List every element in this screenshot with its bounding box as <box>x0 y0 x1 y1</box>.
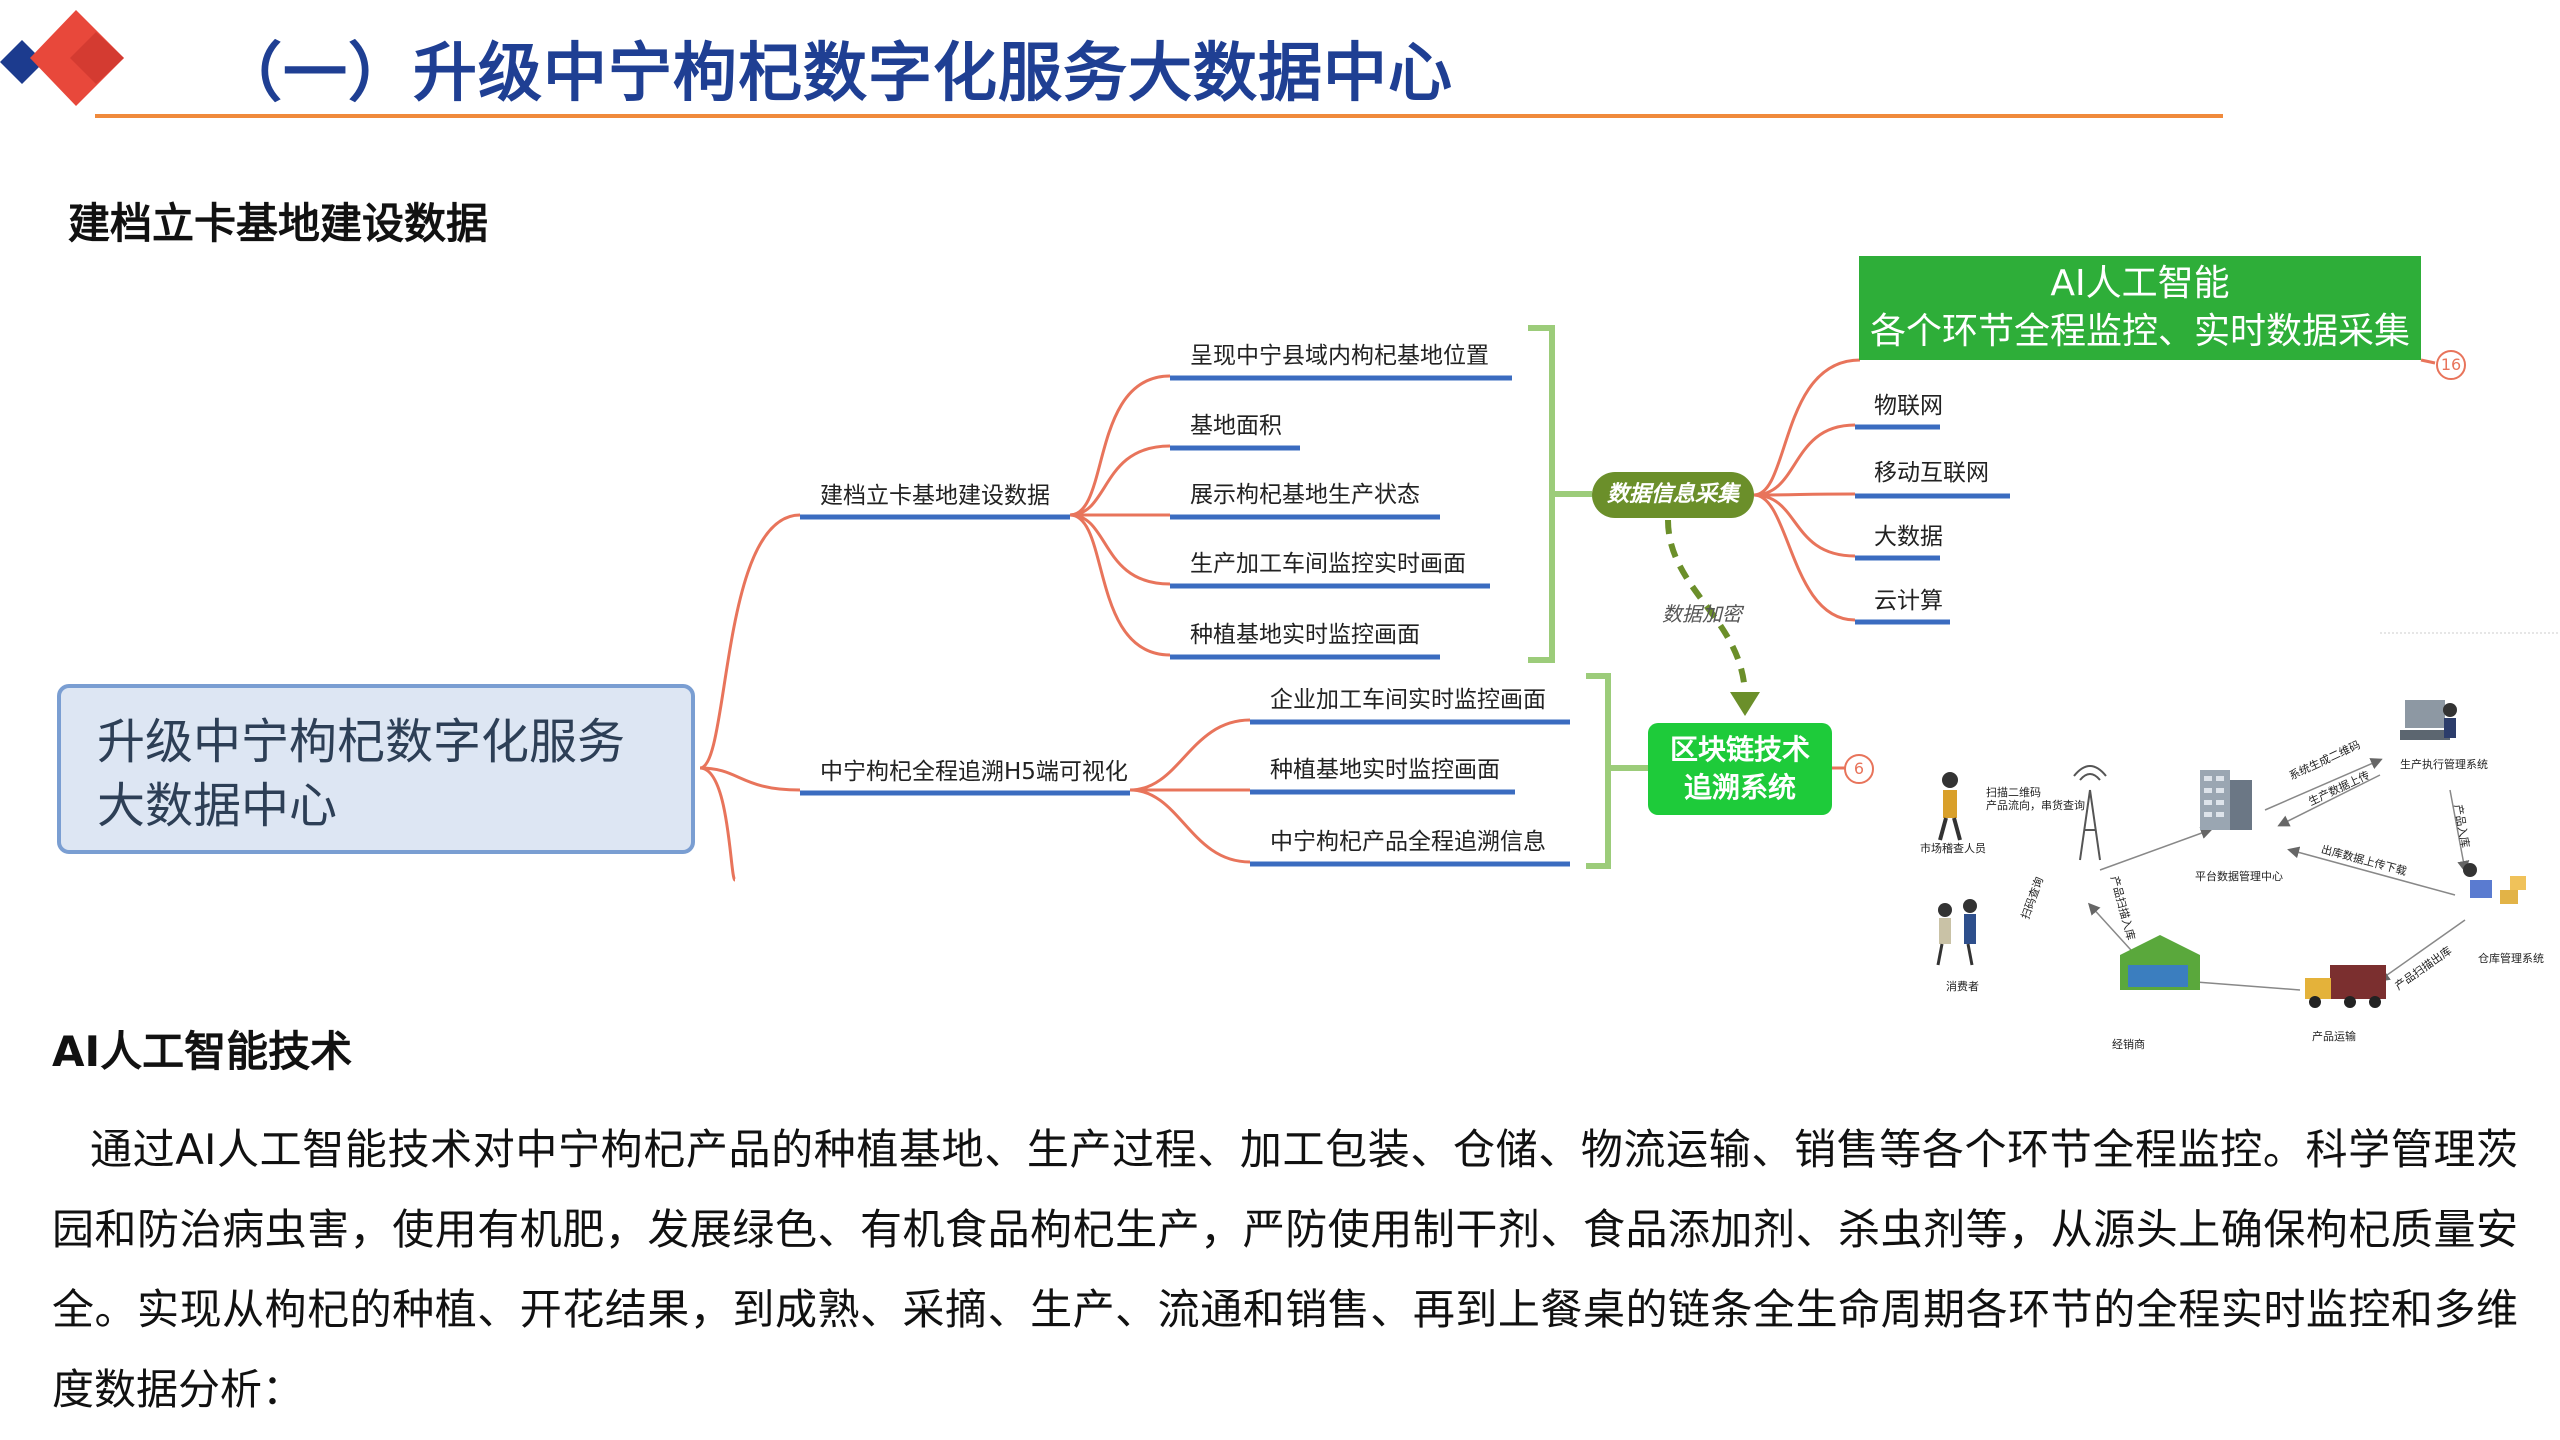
badge-ai-count: 16 <box>2436 350 2466 380</box>
inspector-icon <box>1938 772 1962 841</box>
trace-node-transport: 产品运输 <box>2312 1030 2356 1043</box>
data-encrypt-label: 数据加密 <box>1662 602 1742 626</box>
store-building-icon <box>2120 935 2200 990</box>
leaf-base-location: 呈现中宁县域内枸杞基地位置 <box>1190 343 1489 369</box>
antenna-tower-icon <box>2073 765 2107 861</box>
trace-node-inspector: 市场稽查人员 <box>1920 842 1986 855</box>
server-building-icon <box>2200 770 2252 830</box>
trace-node-exec: 生产执行管理系统 <box>2400 758 2488 771</box>
computer-terminal-icon <box>2400 700 2457 740</box>
blockchain-node: 区块链技术 追溯系统 <box>1648 723 1832 815</box>
leaf-planting-monitor: 种植基地实时监控画面 <box>1190 622 1420 648</box>
mindmap-connectors <box>699 325 2560 882</box>
leaf-base-area: 基地面积 <box>1190 413 1282 439</box>
branch-trace-h5: 中宁枸杞全程追溯H5端可视化 <box>820 759 1128 785</box>
ai-child-iot: 物联网 <box>1874 393 1943 419</box>
trace-node-platform: 平台数据管理中心 <box>2195 870 2283 883</box>
blockchain-node-title: 区块链技术 <box>1669 733 1810 766</box>
ai-child-mobile-internet: 移动互联网 <box>1874 460 1989 486</box>
blockchain-node-subtitle: 追溯系统 <box>1683 771 1796 804</box>
leaf-trace-info: 中宁枸杞产品全程追溯信息 <box>1270 829 1546 855</box>
consumer-icon <box>1936 899 1977 966</box>
trace-cycle-illustration <box>1936 700 2526 1008</box>
title-underline <box>95 114 2223 118</box>
ai-child-big-data: 大数据 <box>1874 524 1943 550</box>
data-collect-node: 数据信息采集 <box>1592 472 1754 518</box>
branch-archive-data: 建档立卡基地建设数据 <box>820 483 1050 509</box>
trace-node-warehouse: 仓库管理系统 <box>2478 952 2544 965</box>
ai-node: AI人工智能 各个环节全程监控、实时数据采集 <box>1859 256 2421 360</box>
truck-icon <box>2305 965 2386 1008</box>
mindmap-center-node: 升级中宁枸杞数字化服务大数据中心 <box>57 684 695 854</box>
warehouse-boxes-icon <box>2463 863 2526 904</box>
ai-node-subtitle: 各个环节全程监控、实时数据采集 <box>1869 311 2410 352</box>
ai-node-title: AI人工智能 <box>2050 263 2230 304</box>
leaf-enterprise-workshop: 企业加工车间实时监控画面 <box>1270 687 1546 713</box>
ai-body-paragraph: 通过AI人工智能技术对中宁枸杞产品的种植基地、生产过程、加工包装、仓储、物流运输… <box>52 1125 2518 1414</box>
trace-scan-note: 扫描二维码 产品流向，串货查询 <box>1986 786 2085 812</box>
ai-child-cloud: 云计算 <box>1874 588 1943 614</box>
section-heading-archive: 建档立卡基地建设数据 <box>68 199 489 248</box>
badge-chain-count: 6 <box>1844 754 1874 784</box>
trace-node-consumer: 消费者 <box>1946 980 1979 993</box>
leaf-production-status: 展示枸杞基地生产状态 <box>1190 482 1420 508</box>
page-title: （一）升级中宁枸杞数字化服务大数据中心 <box>218 37 1453 111</box>
section-heading-ai: AI人工智能技术 <box>52 1027 353 1076</box>
leaf-workshop-monitor: 生产加工车间监控实时画面 <box>1190 551 1466 577</box>
logo-diamonds-icon <box>0 10 124 106</box>
leaf-planting-monitor-2: 种植基地实时监控画面 <box>1270 757 1500 783</box>
trace-node-dealer: 经销商 <box>2112 1038 2145 1051</box>
